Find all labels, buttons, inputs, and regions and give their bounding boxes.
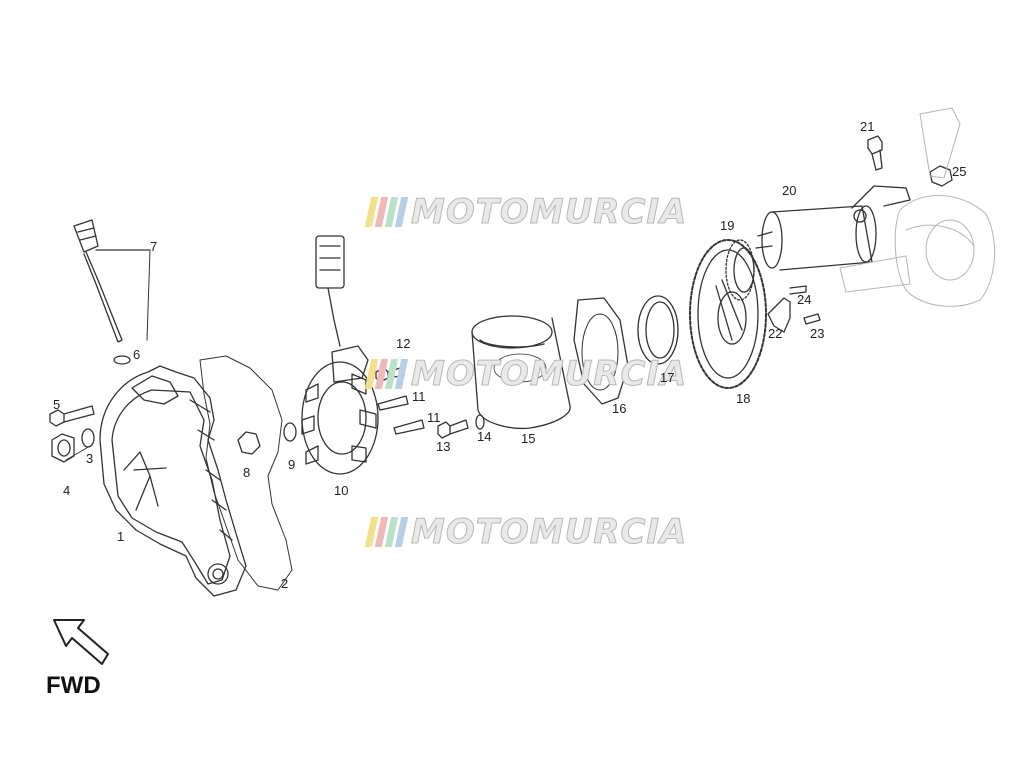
screw-part xyxy=(803,313,821,325)
starter-motor-part xyxy=(755,185,911,271)
callout-12: 12 xyxy=(396,336,411,351)
callout-16: 16 xyxy=(612,401,627,416)
watermark-text: MOTOMURCIA xyxy=(410,192,688,233)
crank-nut-part xyxy=(929,165,953,187)
washer-part xyxy=(283,422,297,442)
callout-1: 1 xyxy=(117,529,125,544)
callout-2: 2 xyxy=(281,576,289,591)
fwd-arrow-icon xyxy=(53,619,109,665)
clip-part xyxy=(789,285,807,295)
callout-6: 6 xyxy=(133,347,141,362)
callout-22: 22 xyxy=(768,326,783,341)
fwd-label: FWD xyxy=(46,672,101,699)
callout-18: 18 xyxy=(736,391,751,406)
callout-19: 19 xyxy=(720,218,735,233)
watermark-text: MOTOMURCIA xyxy=(410,354,688,395)
ring-part xyxy=(637,295,679,365)
callout-13: 13 xyxy=(436,439,451,454)
watermark: MOTOMURCIA xyxy=(364,192,688,233)
bracket-part xyxy=(767,297,791,333)
callout-15: 15 xyxy=(521,431,536,446)
stator-part xyxy=(301,235,379,475)
watermark: MOTOMURCIA xyxy=(364,354,688,395)
callout-11b: 11 xyxy=(427,410,441,425)
watermark-bars xyxy=(364,517,409,547)
callout-7: 7 xyxy=(150,239,158,254)
o-ring-part xyxy=(113,355,131,365)
watermark: MOTOMURCIA xyxy=(364,512,688,553)
callout-23: 23 xyxy=(810,326,825,341)
callout-5: 5 xyxy=(53,397,61,412)
callout-25: 25 xyxy=(952,164,967,179)
callout-8: 8 xyxy=(243,465,251,480)
callout-9: 9 xyxy=(288,457,296,472)
freewheel-part xyxy=(573,297,629,405)
generator-cover-part xyxy=(99,365,247,597)
gasket-part xyxy=(199,355,293,591)
callout-10: 10 xyxy=(334,483,349,498)
callout-3: 3 xyxy=(86,451,94,466)
callout-4: 4 xyxy=(63,483,71,498)
starter-gear-part xyxy=(689,239,767,389)
bolt-part xyxy=(49,405,95,427)
nut-part xyxy=(237,431,261,455)
dipstick-part xyxy=(73,219,151,343)
motor-bolt-part xyxy=(867,135,883,171)
callout-17: 17 xyxy=(660,370,675,385)
callout-21: 21 xyxy=(860,119,875,134)
callout-14: 14 xyxy=(477,429,492,444)
callout-11a: 11 xyxy=(412,389,426,404)
flywheel-rotor-part xyxy=(471,315,571,430)
watermark-text: MOTOMURCIA xyxy=(410,512,688,553)
callout-24: 24 xyxy=(797,292,812,307)
plug-and-washer xyxy=(51,428,95,463)
crankcase-outline xyxy=(839,107,996,307)
watermark-bars xyxy=(364,197,409,227)
callout-20: 20 xyxy=(782,183,797,198)
watermark-bars xyxy=(364,359,409,389)
